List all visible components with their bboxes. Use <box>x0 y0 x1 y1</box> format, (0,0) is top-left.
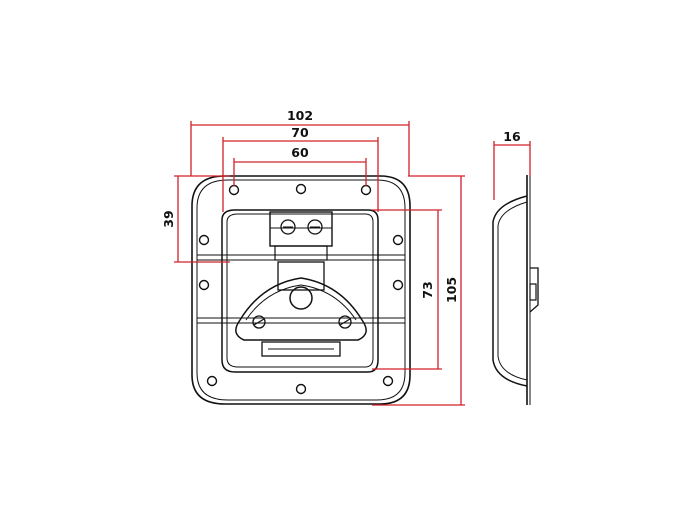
dim-hole-span-narrow: 60 <box>291 145 309 160</box>
dimension-lines <box>174 121 465 406</box>
handle-screw <box>338 315 352 329</box>
side-dimension-lines <box>493 141 531 200</box>
side-dish-inner <box>497 201 528 381</box>
side-latch <box>529 267 539 313</box>
mounting-hole <box>295 183 307 195</box>
mounting-hole <box>198 234 210 246</box>
side-latch-tab <box>529 283 537 301</box>
dim-overall-height: 105 <box>444 277 459 303</box>
mounting-hole <box>198 279 210 291</box>
flange-inner-edge <box>196 179 406 401</box>
side-view: 16 <box>492 129 539 405</box>
dim-hole-height: 39 <box>161 210 176 227</box>
mounting-hole <box>228 184 240 196</box>
hinge-rivet <box>307 219 323 235</box>
dim-recess-height: 73 <box>420 281 435 298</box>
mounting-hole <box>295 383 307 395</box>
dim-hole-span-wide: 70 <box>291 125 309 140</box>
mounting-holes <box>198 183 404 395</box>
hinge-rivet <box>280 219 296 235</box>
mounting-hole <box>382 375 394 387</box>
dim-depth: 16 <box>503 129 521 144</box>
mounting-hole <box>392 279 404 291</box>
dim-outer-width: 102 <box>287 108 313 123</box>
mounting-hole <box>360 184 372 196</box>
handle-pivot <box>289 286 313 310</box>
handle-screw <box>252 315 266 329</box>
recess-dish-inner <box>226 213 374 368</box>
mounting-hole <box>392 234 404 246</box>
hinge-block <box>269 211 333 261</box>
side-dish-profile <box>492 195 528 387</box>
front-view: 102 70 60 39 73 105 <box>161 108 465 406</box>
recess-dish <box>221 209 379 373</box>
outer-flange <box>191 175 411 405</box>
mounting-hole <box>206 375 218 387</box>
butterfly-handle <box>235 261 367 357</box>
